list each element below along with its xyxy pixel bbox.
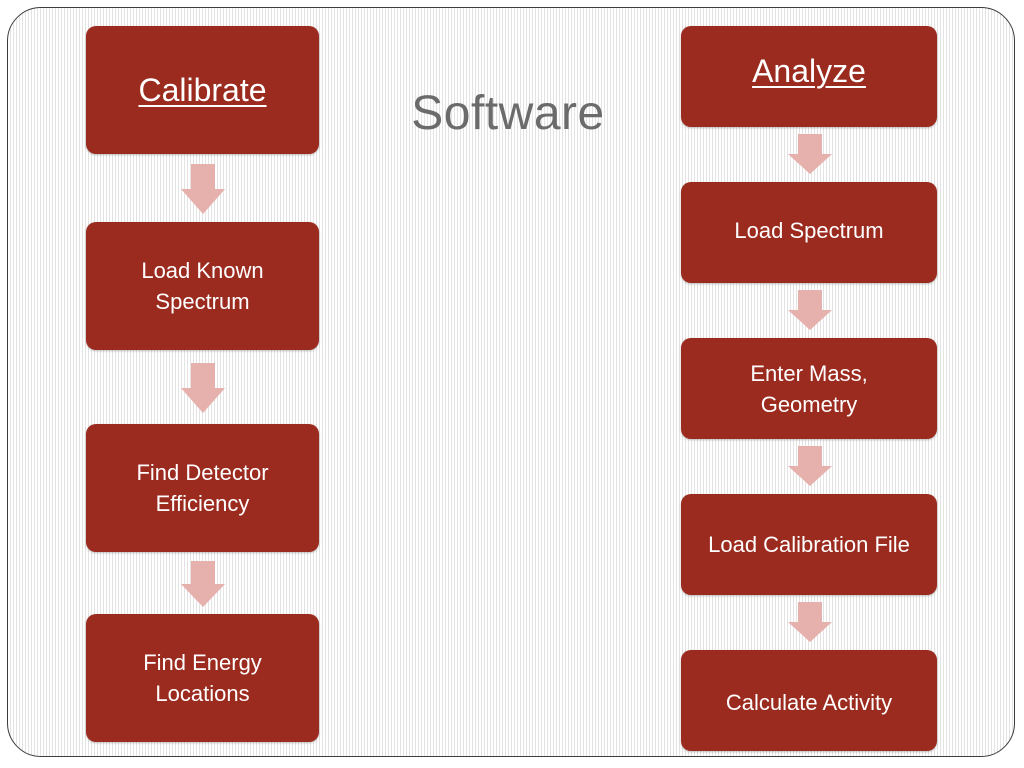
down-arrow-icon xyxy=(181,164,225,214)
analyze-header-box: Analyze xyxy=(681,26,937,127)
calibrate-header-box: Calibrate xyxy=(86,26,319,154)
down-arrow-icon xyxy=(181,363,225,413)
down-arrow-icon xyxy=(788,290,832,330)
down-arrow-icon xyxy=(181,561,225,607)
analyze-step-enter-mass-geometry: Enter Mass, Geometry xyxy=(681,338,937,439)
down-arrow-icon xyxy=(788,602,832,642)
down-arrow-icon xyxy=(788,134,832,174)
analyze-step-calculate-activity: Calculate Activity xyxy=(681,650,937,751)
calibrate-step-find-detector-efficiency: Find Detector Efficiency xyxy=(86,424,319,552)
slide: Software Calibrate Load Known Spectrum F… xyxy=(7,7,1015,757)
calibrate-step-find-energy-locations: Find Energy Locations xyxy=(86,614,319,742)
slide-title: Software xyxy=(411,87,605,140)
down-arrow-icon xyxy=(788,446,832,486)
analyze-step-load-calibration-file: Load Calibration File xyxy=(681,494,937,595)
calibrate-step-load-known-spectrum: Load Known Spectrum xyxy=(86,222,319,350)
analyze-step-load-spectrum: Load Spectrum xyxy=(681,182,937,283)
